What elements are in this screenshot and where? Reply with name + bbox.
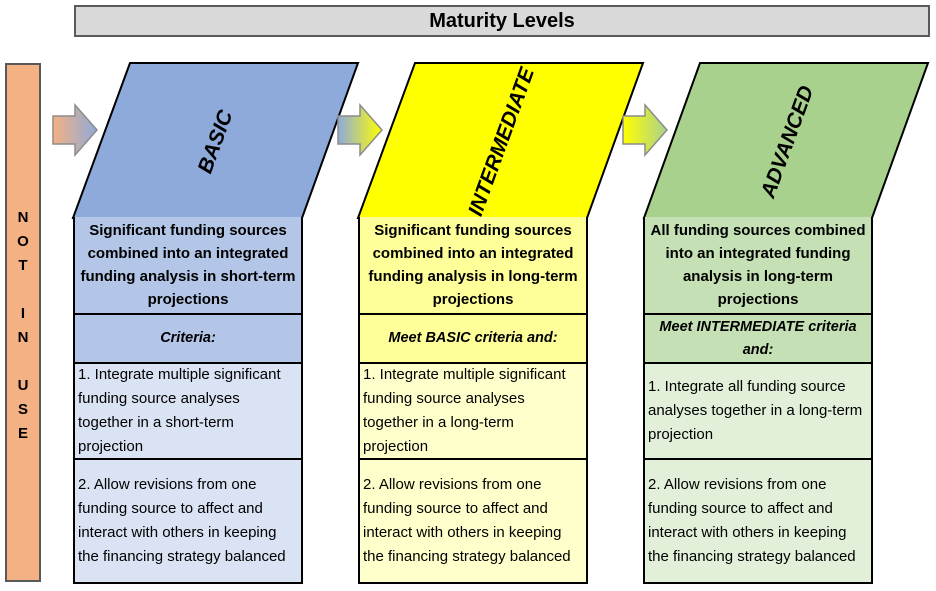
basic-criterion-2: 2. Allow revisions from one funding sour…: [73, 460, 303, 584]
not-in-use-bar: N O T I N U S E: [5, 63, 41, 582]
intermediate-column: Significant funding sources combined int…: [358, 217, 588, 584]
side-letter: U: [17, 377, 29, 394]
advanced-column: All funding sources combined into an int…: [643, 217, 873, 584]
intermediate-criterion-2: 2. Allow revisions from one funding sour…: [358, 460, 588, 584]
intermediate-description: Significant funding sources combined int…: [358, 217, 588, 315]
arrow-right-icon: [337, 103, 383, 157]
basic-criterion-1: 1. Integrate multiple significant fundin…: [73, 364, 303, 460]
side-letter: N: [17, 329, 29, 346]
advanced-description: All funding sources combined into an int…: [643, 217, 873, 315]
side-letter: N: [17, 209, 29, 226]
advanced-criteria-heading: Meet INTERMEDIATE criteria and:: [643, 315, 873, 364]
arrow-right-icon: [622, 103, 668, 157]
side-letter: I: [20, 305, 26, 322]
side-letter: O: [17, 233, 29, 250]
side-letter: S: [17, 401, 28, 418]
advanced-criterion-2: 2. Allow revisions from one funding sour…: [643, 460, 873, 584]
intermediate-criterion-1: 1. Integrate multiple significant fundin…: [358, 364, 588, 460]
basic-criteria-heading: Criteria:: [73, 315, 303, 364]
maturity-levels-title: Maturity Levels: [74, 5, 930, 37]
side-letter: T: [18, 257, 28, 274]
side-letter: E: [17, 425, 28, 442]
basic-column: Significant funding sources combined int…: [73, 217, 303, 584]
advanced-criterion-1: 1. Integrate all funding source analyses…: [643, 364, 873, 460]
arrow-right-icon: [52, 103, 98, 157]
basic-description: Significant funding sources combined int…: [73, 217, 303, 315]
intermediate-criteria-heading: Meet BASIC criteria and:: [358, 315, 588, 364]
